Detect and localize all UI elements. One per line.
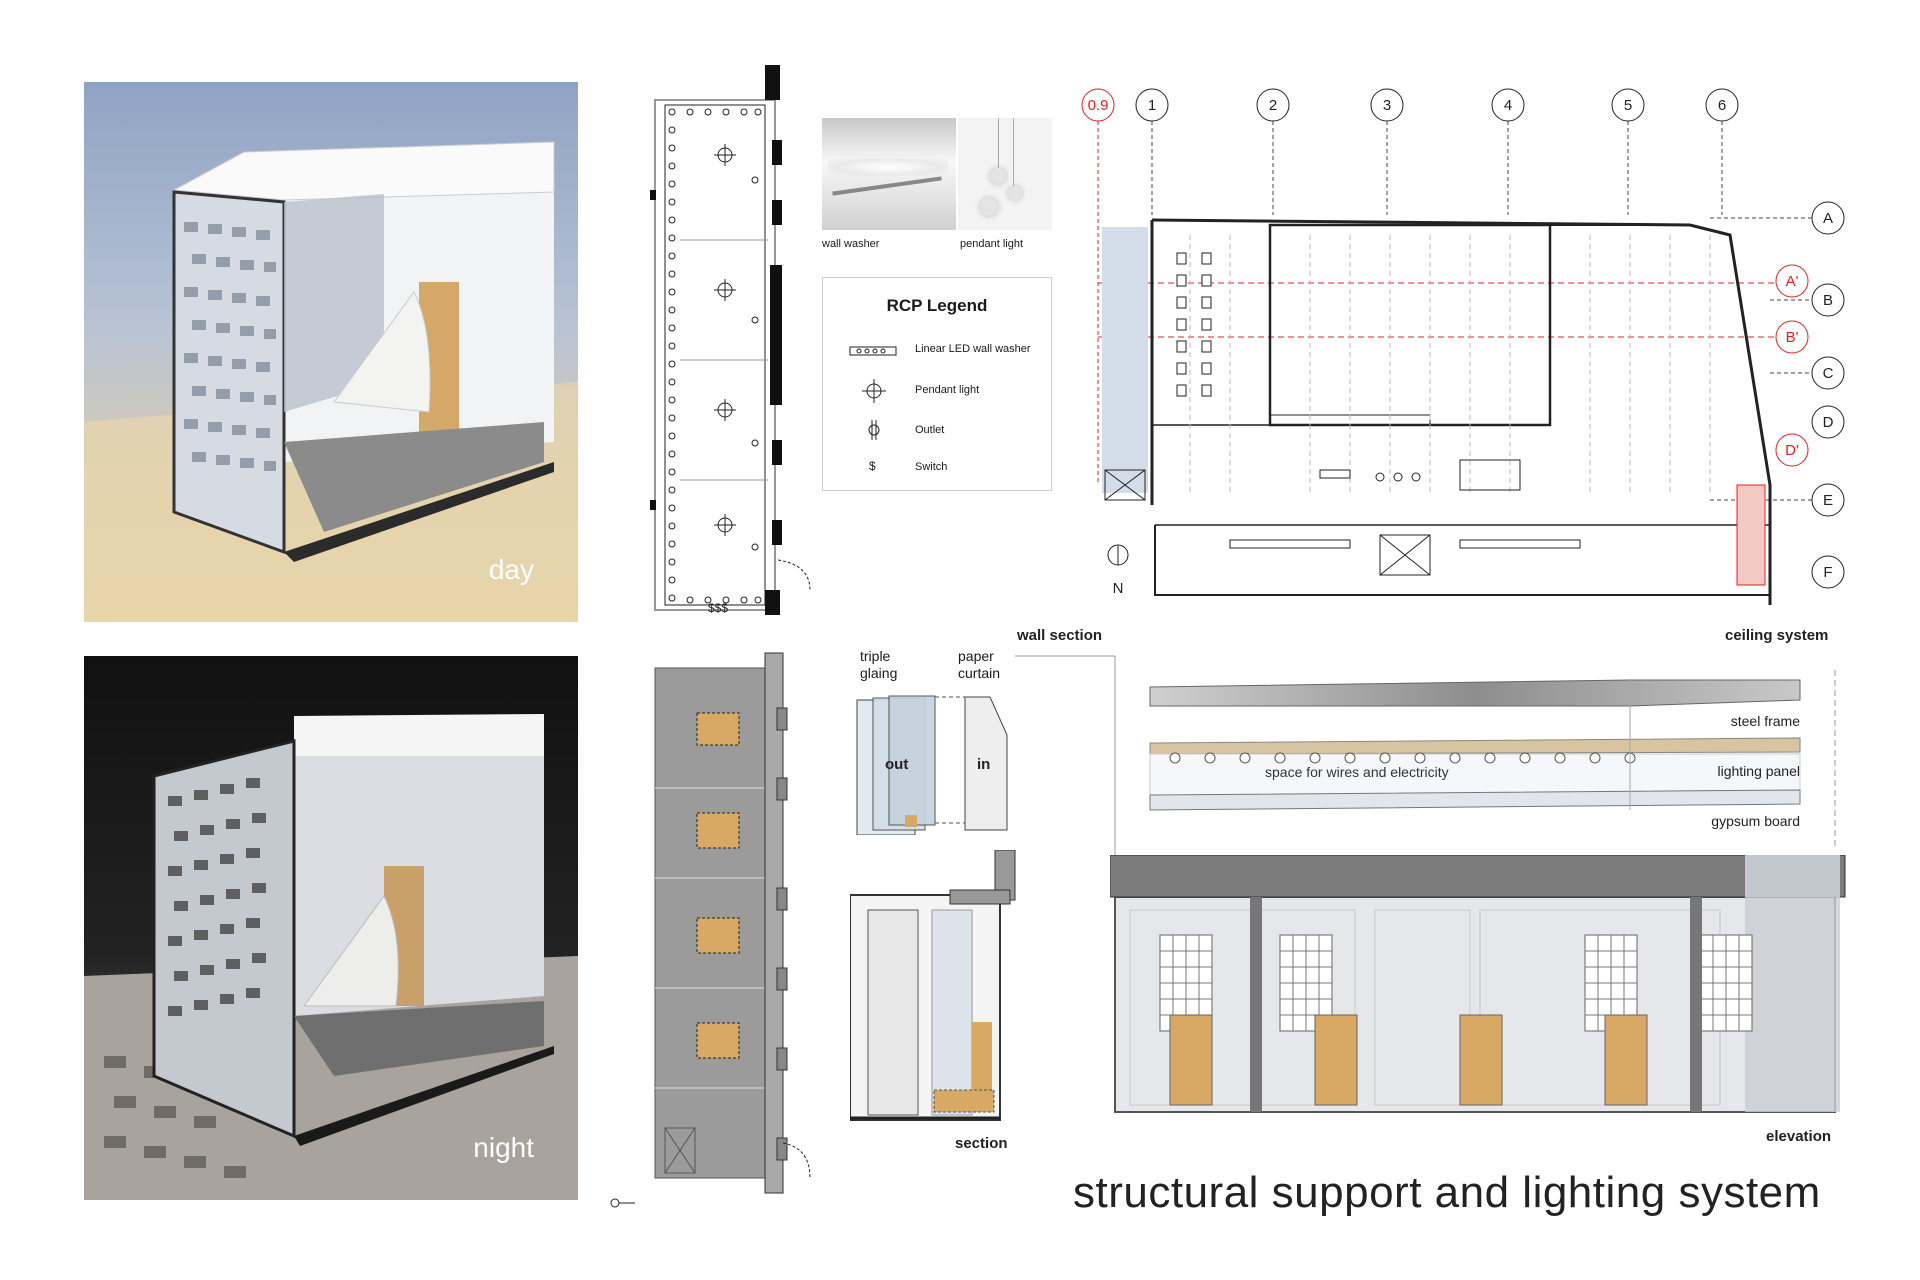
night-label: night	[473, 1132, 534, 1163]
grid-row-d: D	[1823, 414, 1834, 431]
rcp-plan-strip: $$$	[650, 65, 811, 615]
grid-column-bubbles: 0.9 1 2 3 4 5 6	[1081, 88, 1739, 485]
pendant-light-caption: pendant light	[960, 238, 1023, 250]
steel-frame-label: steel frame	[1731, 713, 1800, 729]
grid-col-0-9: 0.9	[1088, 97, 1109, 114]
grid-col-4: 4	[1504, 97, 1512, 114]
switch-icon: $	[869, 459, 876, 473]
elevation-label: elevation	[1766, 1128, 1832, 1145]
grid-row-b-prime: B'	[1786, 329, 1799, 346]
glazing-in-label: in	[977, 756, 990, 773]
grid-row-c: C	[1823, 365, 1834, 382]
linear-led-icon	[849, 346, 897, 356]
day-label: day	[488, 554, 534, 585]
legend-title: RCP Legend	[886, 296, 988, 315]
elevation-drawing	[1110, 855, 1846, 1113]
grid-col-6: 6	[1718, 97, 1726, 114]
glazing-out-label: out	[885, 756, 908, 773]
ceiling-system-diagram: space for wires and electricity steel fr…	[1149, 670, 1836, 850]
wall-section-leader	[1015, 655, 1116, 855]
glazing-detail: out in	[856, 695, 1008, 835]
model-photo-day: day	[84, 82, 578, 622]
wall-washer-caption: wall washer	[822, 238, 880, 250]
wires-note: space for wires and electricity	[1265, 764, 1449, 780]
day-model-drawing	[84, 141, 578, 622]
switch-marks: $$$	[708, 601, 728, 615]
room-section	[850, 850, 1016, 1121]
legend-item-pendant: Pendant light	[915, 384, 980, 396]
legend-item-switch: Switch	[915, 461, 948, 473]
grid-row-f: F	[1823, 564, 1832, 581]
grid-row-a-prime: A'	[1786, 273, 1799, 290]
section-label: section	[955, 1135, 1008, 1152]
wall-section-plan	[610, 652, 811, 1208]
model-photo-night: night	[84, 656, 578, 1200]
legend-item-led: Linear LED wall washer	[915, 343, 1031, 355]
grid-row-e: E	[1823, 492, 1833, 509]
outlet-icon	[868, 420, 880, 440]
north-label: N	[1113, 580, 1124, 597]
grid-row-a: A	[1823, 210, 1833, 227]
night-model-drawing	[84, 714, 578, 1200]
grid-col-3: 3	[1383, 97, 1391, 114]
rcp-legend: RCP Legend Linear LED wall washer Pendan…	[822, 277, 1052, 491]
lighting-panel-label: lighting panel	[1717, 763, 1800, 779]
grid-row-d-prime: D'	[1785, 442, 1799, 459]
wall-washer-photo	[822, 118, 956, 230]
grid-row-b: B	[1823, 292, 1833, 309]
pendant-light-icon	[862, 379, 886, 403]
pendant-light-photo	[958, 118, 1052, 230]
wall-section-label: wall section	[1017, 627, 1103, 644]
legend-item-outlet: Outlet	[915, 424, 945, 436]
paper-curtain-label: paper curtain	[958, 648, 1001, 681]
gypsum-board-label: gypsum board	[1711, 813, 1800, 829]
ceiling-system-label: ceiling system	[1725, 627, 1829, 644]
grid-col-5: 5	[1624, 97, 1632, 114]
grid-row-bubbles: A A' B B' C D D' E F	[1098, 201, 1845, 589]
grid-col-1: 1	[1148, 97, 1156, 114]
floor-plan: 0.9 1 2 3 4 5 6 A A' B B' C D D' E	[1081, 88, 1845, 605]
page-title: structural support and lighting system	[1073, 1168, 1821, 1217]
triple-glazing-label: triple glaing	[860, 648, 898, 681]
grid-col-2: 2	[1269, 97, 1277, 114]
